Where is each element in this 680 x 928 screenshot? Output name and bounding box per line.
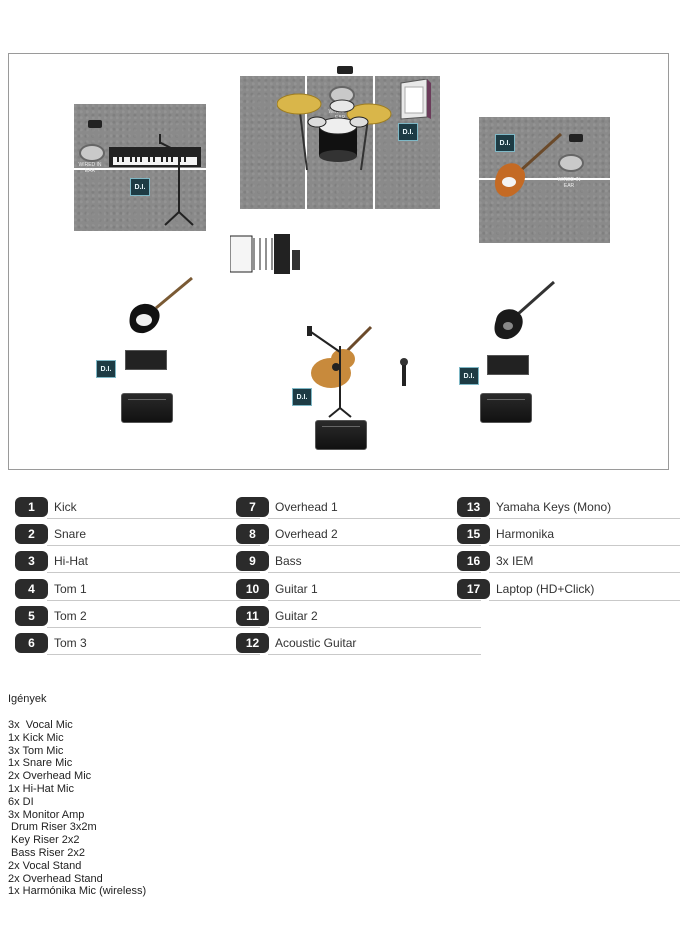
channel-name: Overhead 1 [275,500,338,514]
drum-kit-icon [276,92,392,174]
iem-bass-icon [558,154,584,172]
bass-riser-seam [479,178,610,180]
channel-divider [47,518,260,519]
requirement-item: Key Riser 2x2 [8,834,80,847]
channel-divider [268,654,481,655]
monitor-wedge-2 [480,393,532,423]
laptop-icon [399,78,431,121]
electric-guitar-1-icon [126,276,196,336]
channel-number: 16 [457,551,490,572]
requirement-item: 1x Snare Mic [8,757,73,770]
requirements-title: Igények [8,693,47,705]
channel-number: 5 [15,605,48,626]
channel-number: 10 [236,578,269,599]
channel-number: 7 [236,497,269,517]
channel-divider [268,626,481,628]
vocal-mic-stand-center-icon [305,326,365,418]
requirement-item: 3x Vocal Mic [8,719,73,731]
pedalboard-1-icon [125,350,167,370]
channel-name: Snare [54,527,87,542]
channel-divider [47,545,260,547]
di-box-drums: D.I. [398,123,418,141]
requirement-item: 1x Harmónika Mic (wireless) [8,885,147,898]
channel-divider [47,626,260,628]
channel-name: Kick [54,500,77,514]
requirement-item: Bass Riser 2x2 [8,846,86,859]
channel-name: Tom 3 [54,636,87,650]
channel-number: 17 [457,578,490,599]
pedalboard-2-icon [487,355,529,375]
channel-name: Harmonika [496,527,555,542]
accordion-icon [229,230,302,278]
keys-mic-stand-icon [156,132,199,227]
monitor-wedge-1 [121,393,173,423]
channel-name: Bass [275,554,302,569]
channel-name: Acoustic Guitar [275,636,357,650]
requirement-item: 1x Hi-Hat Mic [8,782,75,795]
bass-guitar-icon [489,132,564,202]
iem-keys-label: WIRED IN EAR [78,162,102,174]
iem-keys-icon [79,144,105,162]
channel-name: Tom 1 [54,581,87,596]
di-box-keys: D.I. [130,178,150,196]
channel-divider [489,572,680,574]
requirement-item: 2x Overhead Mic [8,770,92,783]
channel-number: 1 [15,497,48,517]
channel-name: Yamaha Keys (Mono) [496,500,612,514]
channel-divider [489,599,680,601]
channel-name: Guitar 2 [275,608,318,623]
channel-name: Guitar 1 [275,581,318,596]
channel-number: 11 [236,605,269,626]
channel-number: 6 [15,633,48,653]
iem-bass-label: WIRED IN EAR [557,177,581,189]
di-box-guitar-1: D.I. [96,360,116,378]
drum-riser-seam-1 [305,76,307,209]
requirement-item: 2x Vocal Stand [8,859,82,872]
di-box-bass: D.I. [495,134,515,152]
requirement-item: 1x Kick Mic [8,731,64,744]
requirement-item: 3x Tom Mic [8,744,64,757]
clip-icon [88,120,102,128]
handheld-mic-icon [400,358,408,386]
channel-number: 2 [15,524,48,545]
channel-name: 3x IEM [496,554,534,569]
requirement-item: 6x DI [8,795,34,808]
di-box-acoustic: D.I. [292,388,312,406]
channel-number: 4 [15,578,48,599]
channel-number: 9 [236,551,269,572]
channel-divider [47,599,260,601]
channel-divider [47,654,260,655]
di-box-guitar-2: D.I. [459,367,479,385]
channel-number: 3 [15,551,48,572]
channel-name: Laptop (HD+Click) [496,581,595,596]
channel-divider [268,572,481,574]
channel-divider [47,572,260,574]
clip-icon-drums [337,66,353,74]
drum-riser-seam-2 [373,76,375,209]
channel-number: 13 [457,497,490,517]
channel-number: 8 [236,524,269,545]
clip-icon-bass [569,134,583,142]
channel-name: Hi-Hat [54,554,89,569]
stage-plot: WIRED IN EAR D.I. WIRED IN EAR [8,53,669,470]
channel-name: Tom 2 [54,608,87,623]
channel-number: 12 [236,633,269,653]
requirement-item: Drum Riser 3x2m [8,821,97,834]
key-riser-seam [74,168,206,170]
channel-divider [489,545,680,547]
requirement-item: 2x Overhead Stand [8,872,103,885]
electric-guitar-2-icon [490,280,558,342]
requirement-item: 3x Monitor Amp [8,808,85,821]
channel-name: Overhead 2 [275,527,338,542]
channel-divider [268,518,481,519]
channel-divider [268,545,481,547]
channel-divider [489,518,680,519]
channel-number: 15 [457,524,490,545]
monitor-wedge-center [315,420,367,450]
channel-divider [268,599,481,601]
